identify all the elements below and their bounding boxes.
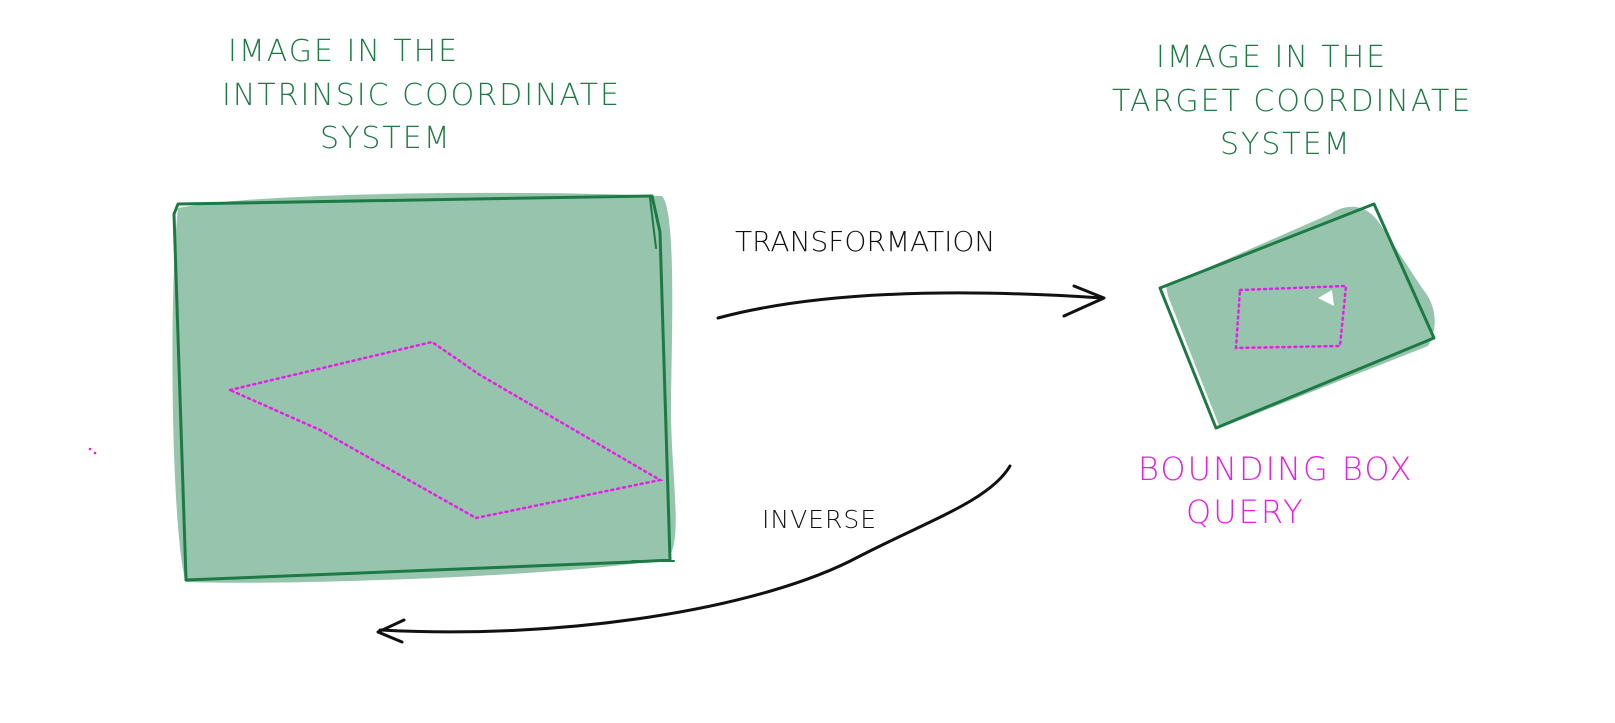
transformation-arrowhead-icon	[1062, 284, 1106, 318]
bounding-box-query-label-line-2: QUERY	[1186, 493, 1305, 532]
bounding-box-query-label: BOUNDING BOX QUERY	[1138, 448, 1413, 534]
target-title: IMAGE IN THE TARGET COORDINATE SYSTEM	[1112, 36, 1472, 167]
transformation-label: TRANSFORMATION	[735, 225, 996, 258]
intrinsic-title: IMAGE IN THE INTRINSIC COORDINATE SYSTEM	[222, 30, 621, 161]
bounding-box-query-rect	[1234, 284, 1348, 350]
intrinsic-image-outline-sketch	[631, 197, 675, 562]
intrinsic-title-line-2: INTRINSIC COORDINATE	[222, 77, 622, 113]
intrinsic-title-line-3: SYSTEM	[320, 121, 452, 156]
inverse-label: INVERSE	[762, 505, 878, 534]
inverse-arrow	[376, 464, 1012, 644]
intrinsic-image	[172, 192, 676, 583]
inverse-arrow-shaft	[378, 464, 1012, 634]
target-image	[1158, 202, 1436, 430]
transformation-arrow-shaft	[716, 291, 1104, 320]
target-title-line-1: IMAGE IN THE	[1156, 40, 1388, 75]
stray-mark	[88, 447, 97, 455]
transformation-arrow	[716, 284, 1106, 320]
inverse-arrowhead-icon	[376, 618, 406, 644]
intrinsic-title-line-1: IMAGE IN THE	[228, 34, 460, 69]
intrinsic-image-fill	[172, 192, 676, 583]
target-title-line-2: TARGET COORDINATE	[1112, 83, 1473, 119]
target-image-fill	[1166, 206, 1435, 428]
bounding-box-query-corner	[1318, 290, 1334, 306]
target-title-line-3: SYSTEM	[1220, 127, 1352, 162]
mapped-query-region	[226, 340, 664, 520]
target-image-outline	[1158, 202, 1436, 430]
bounding-box-query-label-line-1: BOUNDING BOX	[1138, 450, 1414, 488]
